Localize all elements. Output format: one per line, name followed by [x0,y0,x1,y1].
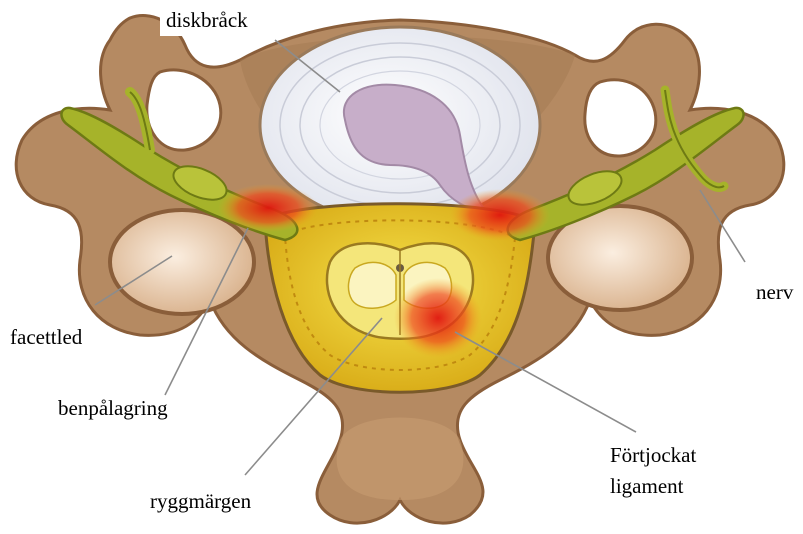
label-nerve: nerv [756,280,793,304]
thickened-ligament-zone [394,278,482,358]
right-compression-zone [450,189,550,241]
label-facet-joint: facettled [10,325,82,349]
label-spinal-cord: ryggmärgen [150,489,251,513]
label-bone-spur: benpålagring [58,396,168,420]
label-disc-herniation: diskbråck [160,6,254,36]
left-facet-joint [110,210,254,314]
left-compression-zone [218,184,318,232]
label-ligament-line2: ligament [610,474,683,498]
label-ligament-line1: Förtjockat [610,443,696,467]
right-foramen [585,80,656,156]
